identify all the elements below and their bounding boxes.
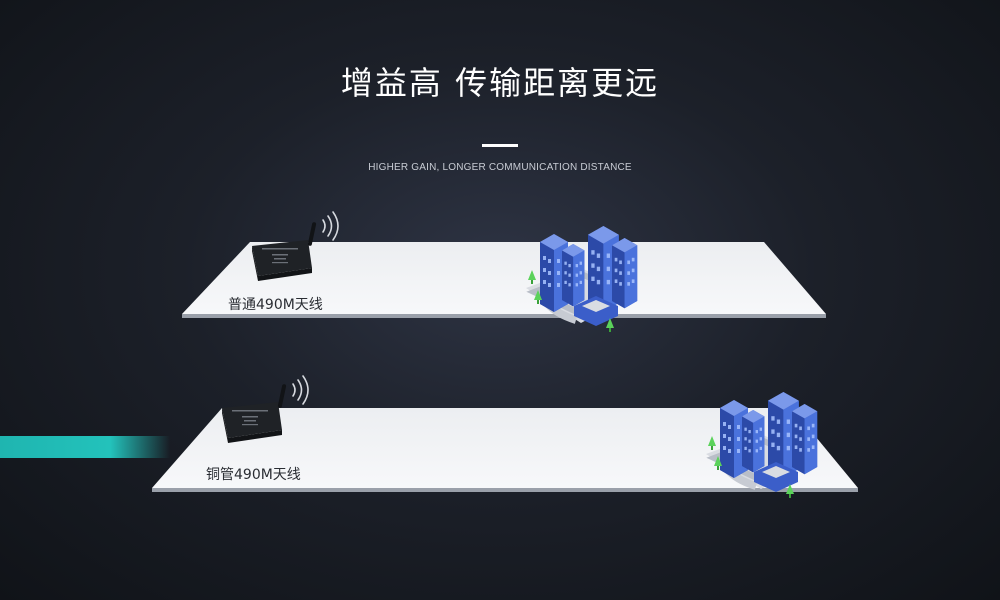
platform-bottom: [152, 408, 858, 492]
row-label-top: 普通490M天线: [228, 297, 323, 313]
accent-bar: [0, 436, 170, 458]
row-label-bottom: 铜管490M天线: [206, 467, 301, 483]
title-divider: [482, 144, 518, 147]
page-subtitle: HIGHER GAIN, LONGER COMMUNICATION DISTAN…: [368, 162, 632, 173]
signal-waves-bottom: [292, 375, 309, 405]
device-bottom: [222, 383, 287, 443]
platform-top: [182, 242, 826, 318]
page-title: 增益高 传输距离更远: [340, 64, 660, 102]
device-top: [252, 221, 317, 281]
signal-waves-top: [322, 211, 339, 241]
